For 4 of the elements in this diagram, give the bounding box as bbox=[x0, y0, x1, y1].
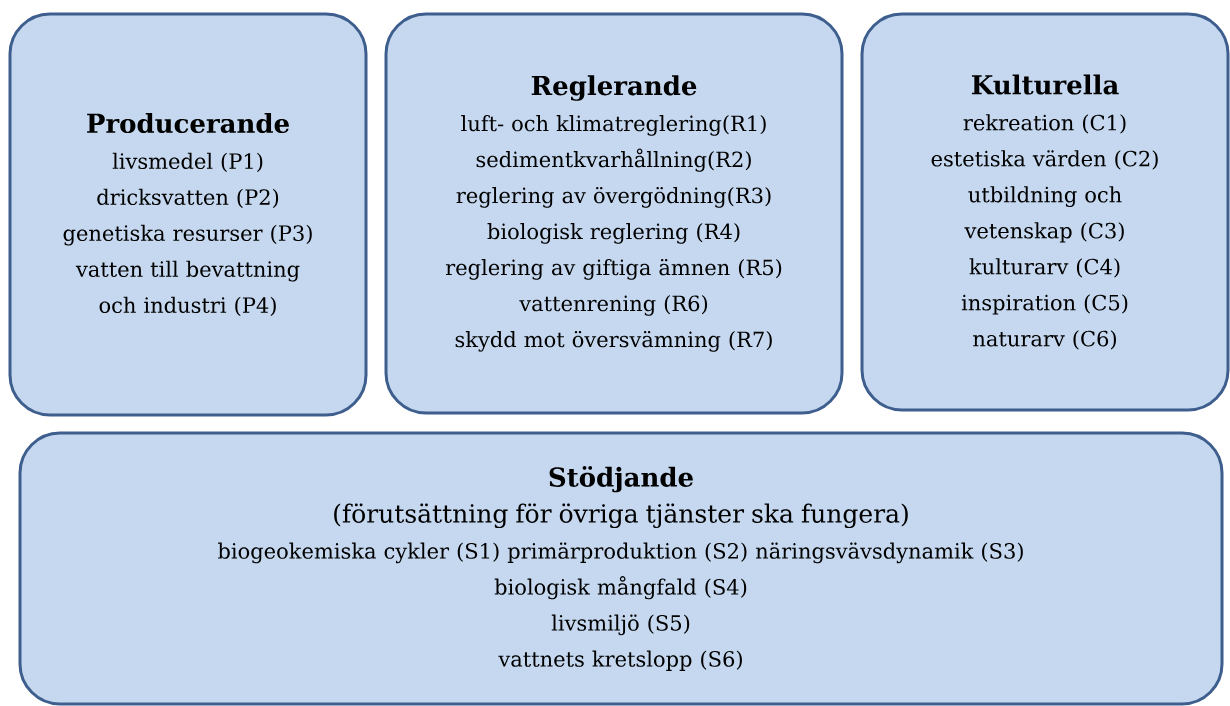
category-box: Kulturella rekreation (C1) estetiska värden (C2) utbildning och vetenskap (C3) kulturarv (C4) inspiration (C5) naturarv (C6) bbox=[860, 12, 1230, 412]
category-box: Reglerande luft- och klimatreglering(R1) sedimentkvarhållning(R2) reglering av övergödning(R3) biologisk reglering (R4) reglering av giftiga ämnen (R5) vattenrening (R6) skydd mot översvämning (R7) bbox=[384, 12, 844, 415]
category-box: Stödjande (förutsättning för övriga tjänster ska fungera) biogeokemiska cykler (S1) primärproduktion (S2) näringsvävsdynamik (S3) biologisk mångfald (S4) livsmiljö (S5) vattnets kretslopp (S6) bbox=[18, 431, 1224, 706]
category-box: Producerande livsmedel (P1) dricksvatten (P2) genetiska resurser (P3) vatten till bevattning och industri (P4) bbox=[8, 12, 368, 417]
